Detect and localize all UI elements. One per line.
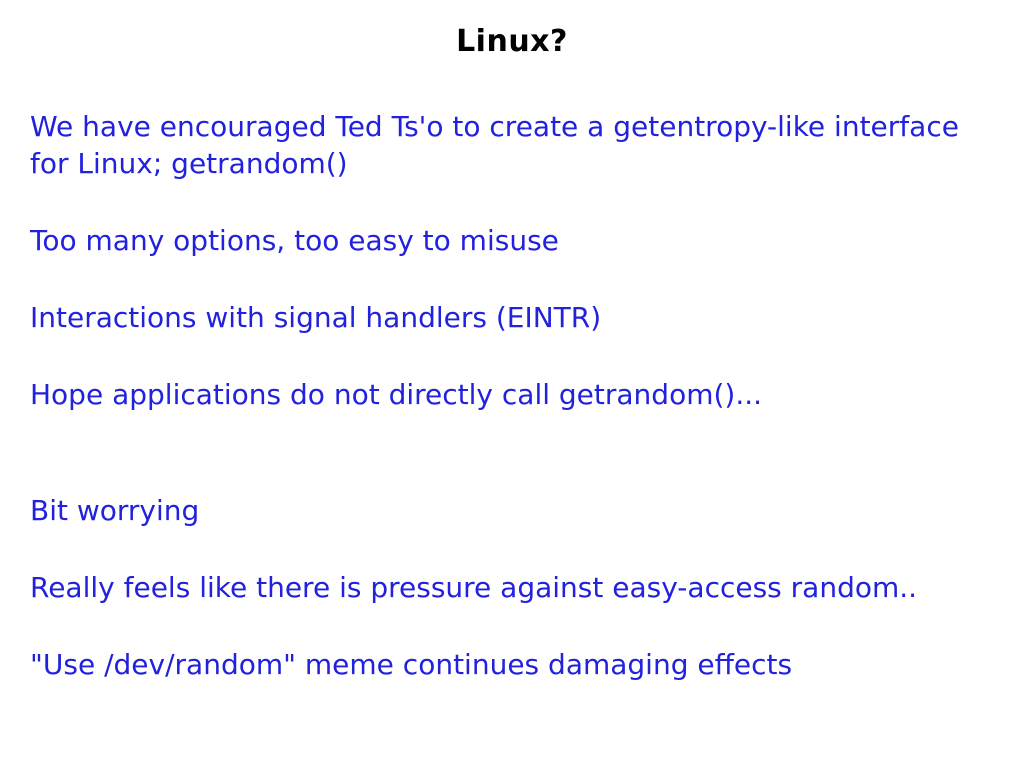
text-line: for Linux; getrandom() xyxy=(30,147,348,180)
text-line: Hope applications do not directly call g… xyxy=(30,378,763,411)
text-line: Too many options, too easy to misuse xyxy=(30,224,559,257)
text-line: We have encouraged Ted Ts'o to create a … xyxy=(30,110,959,143)
paragraph-dev-random-meme: "Use /dev/random" meme continues damagin… xyxy=(30,646,1004,683)
text-line: Really feels like there is pressure agai… xyxy=(30,571,918,604)
paragraph-signal-handlers: Interactions with signal handlers (EINTR… xyxy=(30,299,1004,336)
paragraph-hope-applications: Hope applications do not directly call g… xyxy=(30,376,1004,413)
paragraph-pressure-against: Really feels like there is pressure agai… xyxy=(30,569,1004,606)
paragraph-encouraged-ted: We have encouraged Ted Ts'o to create a … xyxy=(30,108,1004,182)
slide-title: Linux? xyxy=(456,24,568,59)
paragraph-bit-worrying: Bit worrying xyxy=(30,492,1004,529)
text-line: Bit worrying xyxy=(30,494,200,527)
slide-body: We have encouraged Ted Ts'o to create a … xyxy=(30,108,1004,723)
text-line: "Use /dev/random" meme continues damagin… xyxy=(30,648,793,681)
paragraph-too-many-options: Too many options, too easy to misuse xyxy=(30,222,1004,259)
text-line: Interactions with signal handlers (EINTR… xyxy=(30,301,602,334)
